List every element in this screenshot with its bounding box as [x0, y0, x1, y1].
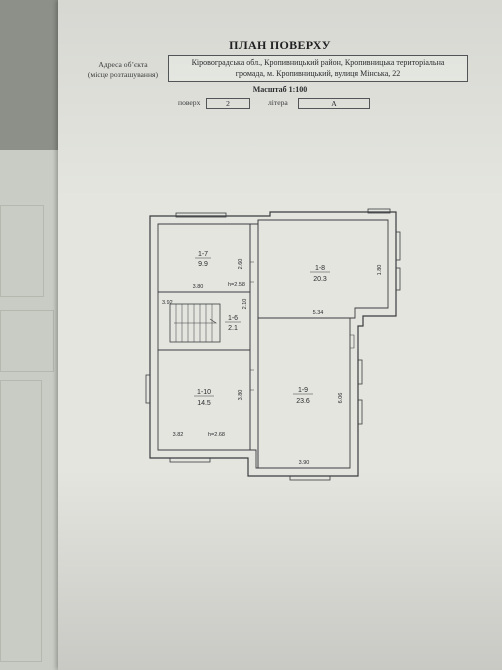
window [175, 212, 227, 218]
room-1-9-id: 1-9 [298, 387, 308, 394]
window [145, 374, 151, 404]
address-label-line1: Адреса об’єкта [98, 60, 148, 69]
ghost-frame [0, 380, 42, 662]
window [169, 457, 211, 463]
door [250, 261, 254, 283]
dim-3-92: 3.92 [162, 300, 173, 306]
door [350, 334, 355, 349]
window [367, 208, 391, 214]
room-1-7-id: 1-7 [198, 251, 208, 258]
address-label-line2: (місце розташування) [87, 70, 159, 79]
ghost-frame [0, 205, 44, 297]
address-line2: громада, м. Кропивницький, вулиця Мінськ… [235, 69, 401, 78]
room-1-6-area: 2.1 [228, 325, 238, 332]
inner-wall-line [157, 219, 389, 469]
dim-3-82: 3.82 [173, 432, 184, 438]
ghost-frame [0, 310, 54, 372]
stairs [169, 303, 221, 343]
door [250, 369, 254, 391]
window [289, 475, 331, 481]
dim-2-10: 2.10 [242, 299, 248, 310]
window [357, 399, 363, 425]
page-title: ПЛАН ПОВЕРХУ [229, 38, 331, 52]
room-1-9-area: 23.6 [296, 398, 310, 405]
dim-6-06: 6.06 [338, 393, 344, 404]
letter-value: А [298, 98, 370, 109]
dim-3-80-top: 3.80 [193, 284, 204, 290]
room-1-8-id: 1-8 [315, 265, 325, 272]
stair-arrow [174, 318, 217, 324]
floor-value: 2 [206, 98, 250, 109]
dim-2-60: 2.60 [238, 259, 244, 270]
room-1-7-area: 9.9 [198, 261, 208, 268]
address-box: Кіровоградська обл., Кропивницький район… [168, 55, 468, 82]
window [395, 267, 401, 291]
letter-label: літера [268, 98, 288, 107]
dim-3-80-side: 3.80 [238, 390, 244, 401]
document-page: ПЛАН ПОВЕРХУ Адреса об’єкта (місце розта… [58, 0, 502, 670]
window [395, 231, 401, 261]
dim-1-80: 1.80 [377, 265, 383, 276]
floor-plan: 1-7 9.9 1-8 20.3 1-6 2.1 1-10 14.5 1-9 2… [145, 208, 401, 481]
room-1-6-id: 1-6 [228, 315, 238, 322]
outer-wall [149, 211, 397, 477]
window [357, 359, 363, 385]
room-1-10-area: 14.5 [197, 400, 211, 407]
height-2-58: h=2.58 [228, 282, 245, 288]
scale-label: Масштаб 1:100 [252, 85, 308, 94]
dim-3-90: 3.90 [299, 460, 310, 466]
address-line1: Кіровоградська обл., Кропивницький район… [191, 58, 445, 67]
room-1-8-area: 20.3 [313, 276, 327, 283]
height-2-68: h=2.68 [208, 432, 225, 438]
floor-label: поверх [178, 98, 201, 107]
room-1-10-id: 1-10 [197, 389, 211, 396]
address-label: Адреса об’єкта (місце розташування) [78, 60, 168, 80]
dim-5-34: 5.34 [313, 310, 324, 316]
